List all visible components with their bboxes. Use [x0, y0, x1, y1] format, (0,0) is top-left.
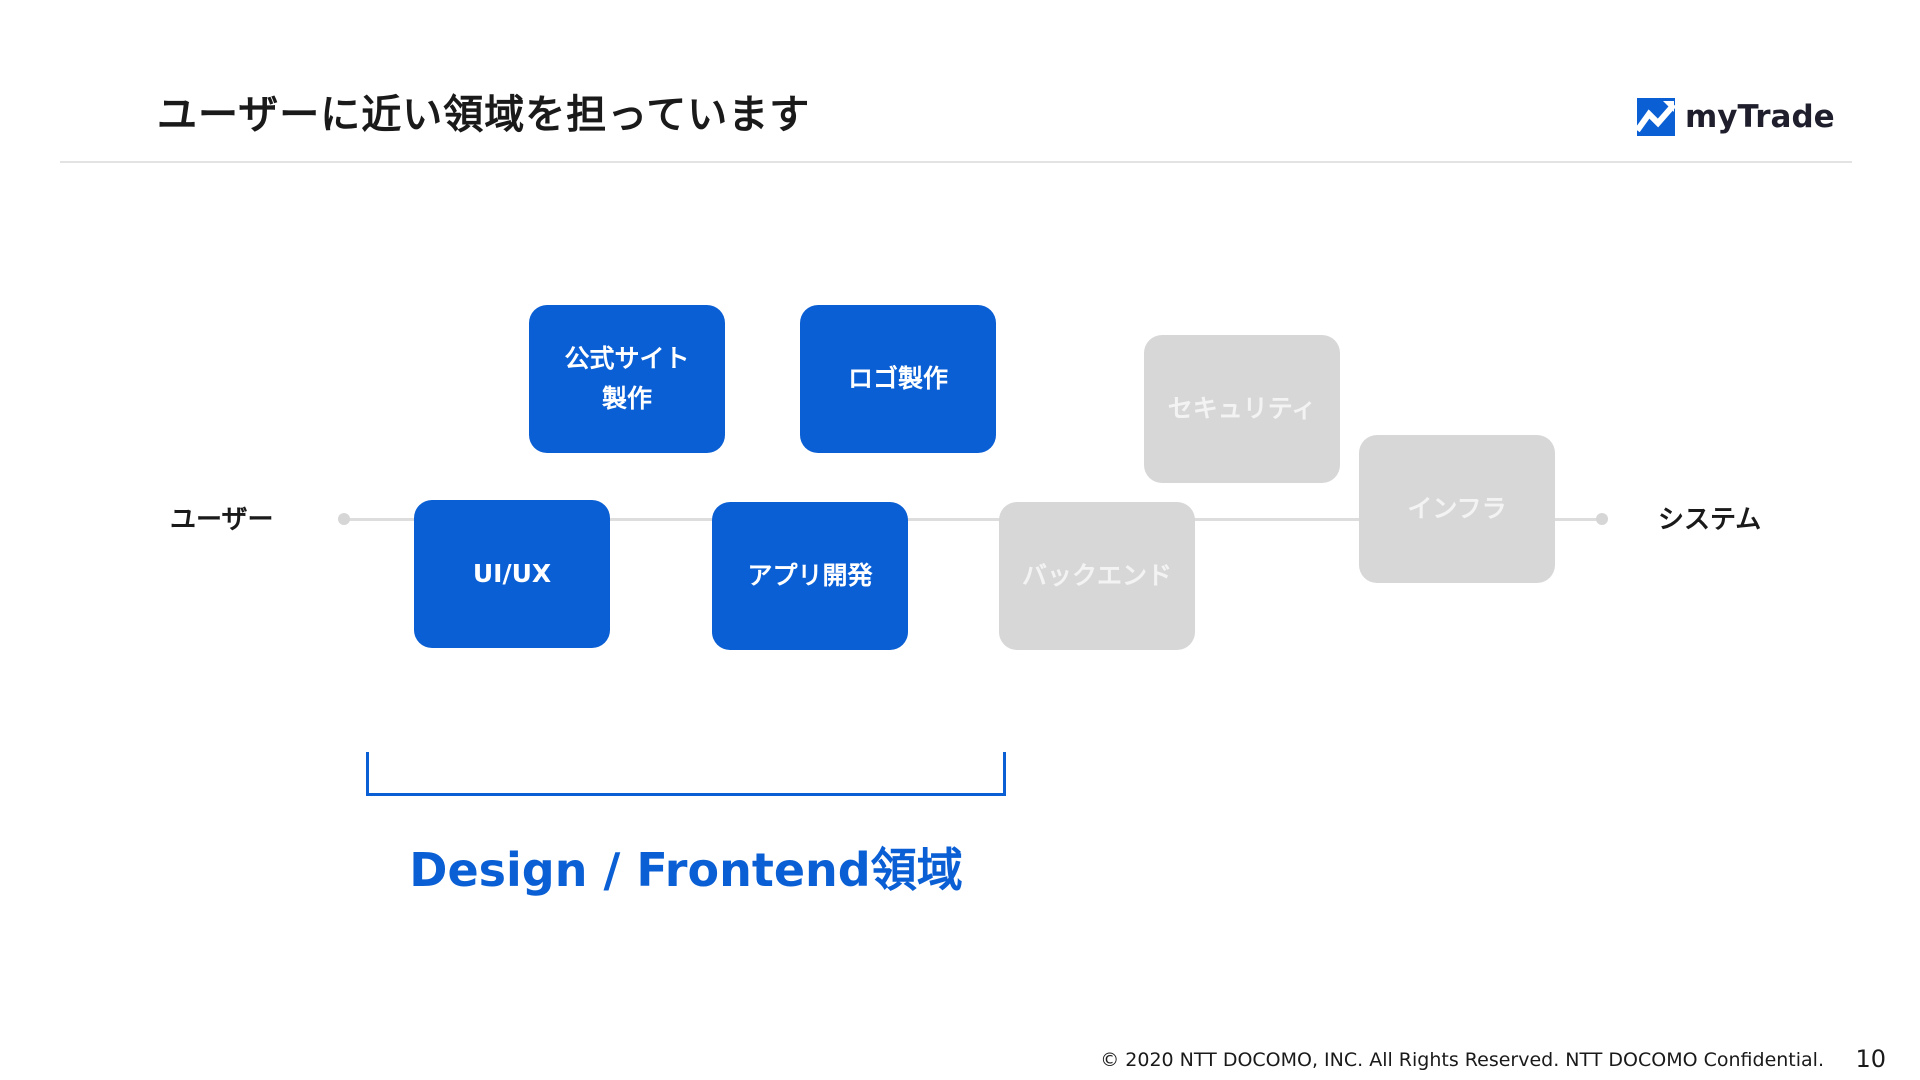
domain-bracket: [366, 752, 1006, 796]
brand-name: myTrade: [1685, 99, 1835, 135]
axis-label-user: ユーザー: [170, 505, 274, 535]
box-official-site: 公式サイト 製作: [529, 305, 725, 453]
axis-end-dot: [1596, 513, 1608, 525]
box-ui-ux: UI/UX: [414, 500, 610, 648]
page-number: 10: [1855, 1045, 1886, 1073]
brand-logo: myTrade: [1637, 98, 1835, 136]
mytrade-logo-icon: [1637, 98, 1675, 136]
box-app-dev: アプリ開発: [712, 502, 908, 650]
box-infra: インフラ: [1359, 435, 1555, 583]
box-logo: ロゴ製作: [800, 305, 996, 453]
box-backend: バックエンド: [999, 502, 1195, 650]
copyright-footer: © 2020 NTT DOCOMO, INC. All Rights Reser…: [1100, 1049, 1824, 1071]
axis-line: [344, 518, 1602, 521]
axis-label-system: システム: [1658, 505, 1762, 535]
box-security: セキュリティ: [1144, 335, 1340, 483]
domain-label: Design / Frontend領域: [409, 843, 963, 897]
slide-title: ユーザーに近い領域を担っています: [157, 92, 811, 138]
header-divider: [60, 161, 1852, 163]
axis-start-dot: [338, 513, 350, 525]
